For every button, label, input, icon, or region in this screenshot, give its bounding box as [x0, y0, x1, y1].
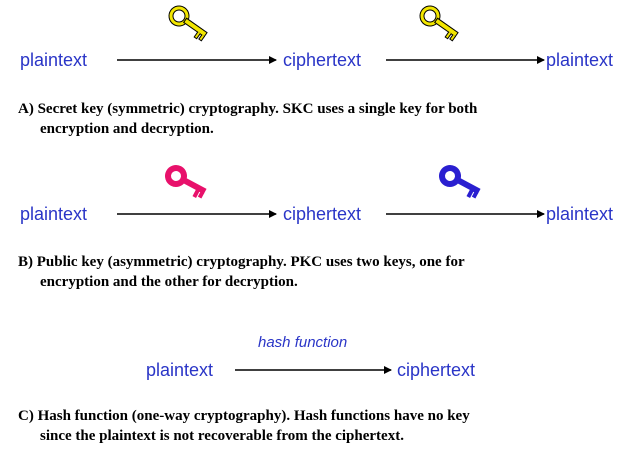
hash-function-label: hash function [258, 334, 348, 351]
ciphertext-c-right: ciphertext [397, 360, 476, 380]
key-b1-icon [165, 165, 207, 199]
key-b2-icon [439, 165, 481, 199]
caption-a-line1: A) Secret key (symmetric) cryptography. … [18, 101, 478, 117]
caption-c-line2: since the plaintext is not recoverable f… [40, 428, 404, 444]
caption-c: C) Hash function (one-way cryptography).… [18, 406, 633, 446]
ciphertext-b-middle: ciphertext [283, 204, 362, 224]
caption-a: A) Secret key (symmetric) cryptography. … [18, 99, 633, 139]
caption-a-line2: encryption and decryption. [40, 121, 214, 137]
caption-b-line1: B) Public key (asymmetric) cryptography.… [18, 254, 465, 270]
caption-b: B) Public key (asymmetric) cryptography.… [18, 252, 633, 292]
plaintext-a-left: plaintext [20, 50, 88, 70]
plaintext-a-right: plaintext [546, 50, 614, 70]
plaintext-c-left: plaintext [146, 360, 214, 380]
plaintext-b-right: plaintext [546, 204, 614, 224]
key-a1-icon [168, 5, 208, 42]
ciphertext-a-middle: ciphertext [283, 50, 362, 70]
caption-b-line2: encryption and the other for decryption. [40, 274, 298, 290]
plaintext-b-left: plaintext [20, 204, 88, 224]
caption-c-line1: C) Hash function (one-way cryptography).… [18, 408, 470, 424]
key-a2-icon [419, 5, 459, 42]
